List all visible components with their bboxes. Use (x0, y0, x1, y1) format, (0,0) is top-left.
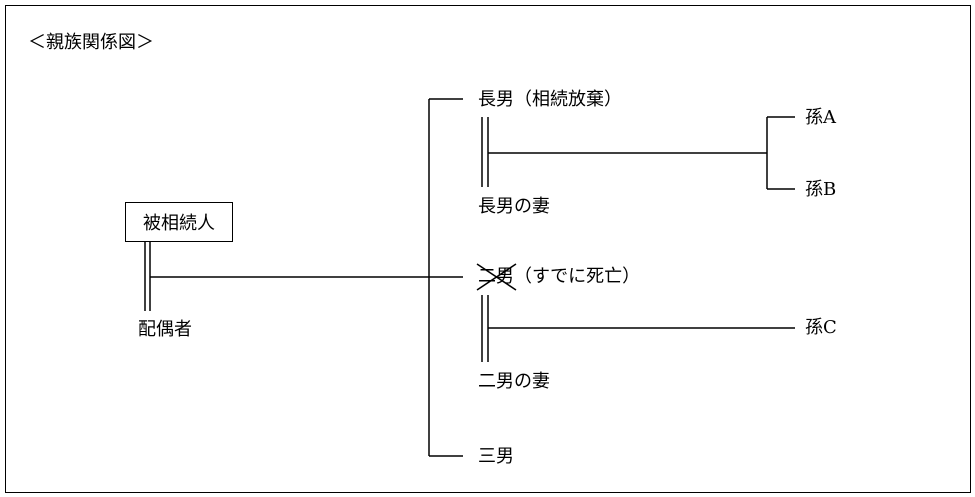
grandchild-a-label: 孫A (805, 107, 836, 128)
diagram-title: ＜親族関係図＞ (28, 32, 154, 53)
second-son-label: 二男（すでに死亡） (478, 266, 640, 288)
eldest-son-label: 長男（相続放棄） (478, 89, 622, 110)
second-son-wife-label: 二男の妻 (478, 371, 550, 392)
grandchild-c-label: 孫C (805, 317, 837, 338)
deceased-cross-mark-2 (476, 263, 517, 291)
spouse-label: 配偶者 (138, 319, 192, 340)
second-son-name: 二男 (478, 266, 514, 287)
grandchild-b-label: 孫B (805, 179, 837, 200)
decedent-label: 被相続人 (143, 213, 215, 234)
eldest-son-wife-label: 長男の妻 (478, 196, 550, 217)
second-son-note: （すでに死亡） (514, 266, 641, 287)
decedent-box: 被相続人 (125, 202, 233, 242)
diagram-frame (5, 5, 971, 493)
third-son-label: 三男 (478, 446, 514, 467)
